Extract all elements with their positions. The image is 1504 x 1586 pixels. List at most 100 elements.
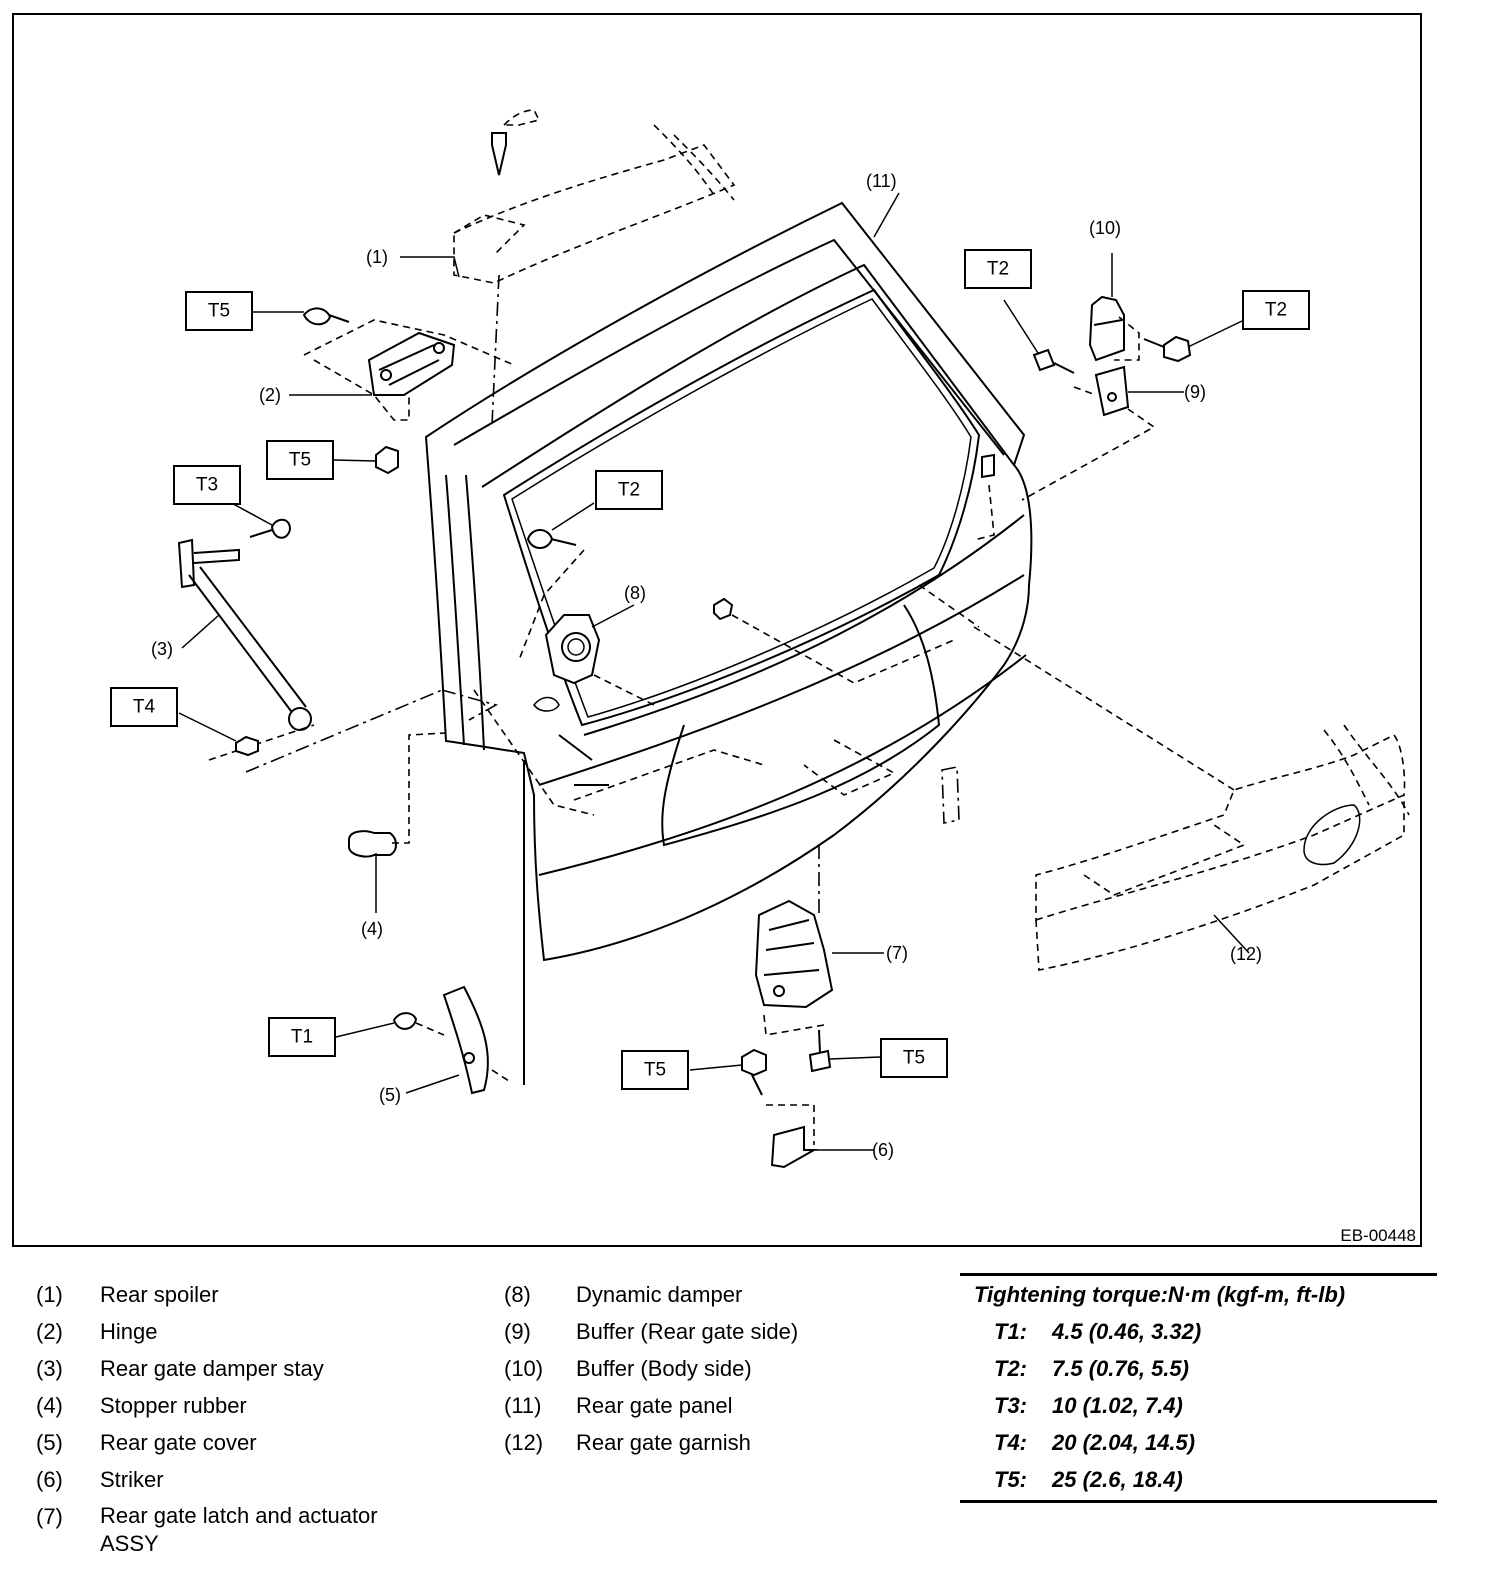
torque-value: 20 (2.04, 14.5) xyxy=(1052,1430,1196,1455)
legend-num: (1) xyxy=(36,1282,63,1307)
legend-name: Stopper rubber xyxy=(100,1393,247,1418)
legend-item: (9) Buffer (Rear gate side) xyxy=(504,1313,798,1350)
callout-4: (4) xyxy=(361,919,383,939)
callout-labels: (1) (2) (3) (4) (5) (6) (7) (8) (9) (10)… xyxy=(151,171,1262,1160)
stopper-rubber xyxy=(348,732,447,858)
legend-num: (2) xyxy=(36,1319,63,1344)
callout-5: (5) xyxy=(379,1085,401,1105)
torque-tag-t2-buffer-right: T2 xyxy=(1242,290,1310,330)
svg-text:T5: T5 xyxy=(208,301,230,322)
torque-tag-t5-hinge-lower: T5 xyxy=(266,440,334,480)
callout-12: (12) xyxy=(1230,944,1262,964)
svg-text:T5: T5 xyxy=(644,1060,666,1081)
legend-name: Striker xyxy=(100,1467,164,1492)
legend-num: (10) xyxy=(504,1356,544,1381)
callout-8: (8) xyxy=(624,583,646,603)
legend-num: (5) xyxy=(36,1430,63,1455)
legend-name: Rear gate garnish xyxy=(576,1430,751,1455)
legend-name: Hinge xyxy=(100,1319,158,1344)
callout-1: (1) xyxy=(366,247,388,267)
legend-name: Rear spoiler xyxy=(100,1282,219,1307)
legend-name: Rear gate cover xyxy=(100,1430,257,1455)
torque-key: T1: xyxy=(994,1319,1027,1344)
legend-item: (5) Rear gate cover xyxy=(36,1424,378,1461)
torque-tag-t2-buffer-left: T2 xyxy=(964,249,1032,289)
legend-name-line2: ASSY xyxy=(100,1531,159,1556)
rear-spoiler xyxy=(453,109,736,426)
torque-row: T1: 4.5 (0.46, 3.32) xyxy=(960,1313,1437,1350)
torque-title: Tightening torque:N·m (kgf-m, ft-lb) xyxy=(974,1282,1346,1307)
legend-name: Rear gate panel xyxy=(576,1393,733,1418)
callout-9: (9) xyxy=(1184,382,1206,402)
legend-num: (6) xyxy=(36,1467,63,1492)
legend-item: (1) Rear spoiler xyxy=(36,1276,378,1313)
rear-gate-latch-actuator xyxy=(754,845,834,1073)
callout-10: (10) xyxy=(1089,218,1121,238)
rear-gate-panel xyxy=(424,201,1033,1085)
torque-row: T3: 10 (1.02, 7.4) xyxy=(960,1387,1437,1424)
rear-gate-damper-stay xyxy=(177,518,499,773)
svg-text:T3: T3 xyxy=(196,475,218,496)
legend-name: Rear gate damper stay xyxy=(100,1356,324,1381)
legend-item: (8)Dynamic damper xyxy=(504,1276,798,1313)
svg-text:T5: T5 xyxy=(903,1048,925,1069)
torque-value: 7.5 (0.76, 5.5) xyxy=(1052,1356,1189,1381)
legend-item: (6) Striker xyxy=(36,1461,378,1498)
legend-name: Buffer (Body side) xyxy=(576,1356,752,1381)
svg-text:T4: T4 xyxy=(133,697,156,718)
legend-item: (11) Rear gate panel xyxy=(504,1387,798,1424)
legend-num: (3) xyxy=(36,1356,63,1381)
rear-gate-garnish xyxy=(473,584,1410,971)
torque-row: T4: 20 (2.04, 14.5) xyxy=(960,1424,1437,1461)
torque-tag-t5-latch: T5 xyxy=(880,1038,948,1078)
svg-text:T2: T2 xyxy=(618,480,640,501)
torque-tag-t4: T4 xyxy=(110,687,178,727)
legend-item: (2) Hinge xyxy=(36,1313,378,1350)
legend-item: (10) Buffer (Body side) xyxy=(504,1350,798,1387)
reference-code: EB-00448 xyxy=(1340,1226,1416,1245)
callout-2: (2) xyxy=(259,385,281,405)
parts-legend-middle: (8)Dynamic damper (9) Buffer (Rear gate s… xyxy=(504,1276,798,1461)
buffer-rear-gate-side xyxy=(1021,365,1156,501)
svg-text:T1: T1 xyxy=(291,1027,313,1048)
torque-tag-t2-damper: T2 xyxy=(595,470,663,510)
torque-value: 10 (1.02, 7.4) xyxy=(1052,1393,1183,1418)
legend-item: (4)Stopper rubber xyxy=(36,1387,378,1424)
legend-num: (7) xyxy=(36,1504,63,1529)
torque-value: 4.5 (0.46, 3.32) xyxy=(1052,1319,1202,1344)
legend-num: (9) xyxy=(504,1319,531,1344)
exploded-diagram: (1) (2) (3) (4) (5) (6) (7) (8) (9) (10)… xyxy=(12,13,1422,1247)
callout-7: (7) xyxy=(886,943,908,963)
callout-11: (11) xyxy=(866,171,897,191)
svg-text:T2: T2 xyxy=(987,259,1009,280)
torque-value: 25 (2.6, 18.4) xyxy=(1052,1467,1183,1492)
body-side-openings xyxy=(573,484,995,824)
torque-row: T5: 25 (2.6, 18.4) xyxy=(960,1461,1437,1498)
svg-text:T2: T2 xyxy=(1265,300,1287,321)
leader-lines xyxy=(178,192,1250,1151)
diagram-drawing: (1) (2) (3) (4) (5) (6) (7) (8) (9) (10)… xyxy=(110,109,1416,1245)
legend-num: (8) xyxy=(504,1282,531,1307)
legend-name: Buffer (Rear gate side) xyxy=(576,1319,799,1344)
torque-key: T2: xyxy=(994,1356,1027,1381)
torque-key: T4: xyxy=(994,1430,1027,1455)
callout-6: (6) xyxy=(872,1140,894,1160)
parts-legend-left: (1) Rear spoiler (2) Hinge (3) Rear gate da… xyxy=(36,1276,378,1558)
torque-table: Tightening torque:N·m (kgf-m, ft-lb) T1:… xyxy=(960,1273,1437,1503)
torque-tags: T5 T5 T3 T4 T2 T2 T2 T1 T5 T5 xyxy=(110,249,1310,1090)
rear-gate-cover xyxy=(392,985,513,1095)
torque-tag-t5-hinge-upper: T5 xyxy=(185,291,253,331)
torque-key: T3: xyxy=(994,1393,1027,1418)
buffer-body-side xyxy=(1032,295,1192,374)
torque-key: T5: xyxy=(994,1467,1027,1492)
torque-row: T2: 7.5 (0.76, 5.5) xyxy=(960,1350,1437,1387)
legend-item: (3) Rear gate damper stay xyxy=(36,1350,378,1387)
legend-num: (11) xyxy=(504,1393,542,1418)
torque-tag-t3: T3 xyxy=(173,465,241,505)
striker xyxy=(741,1048,818,1169)
legend-num: (12) xyxy=(504,1430,544,1455)
legend-name-line1: Rear gate latch and actuator xyxy=(100,1503,378,1528)
hinge xyxy=(302,307,515,475)
